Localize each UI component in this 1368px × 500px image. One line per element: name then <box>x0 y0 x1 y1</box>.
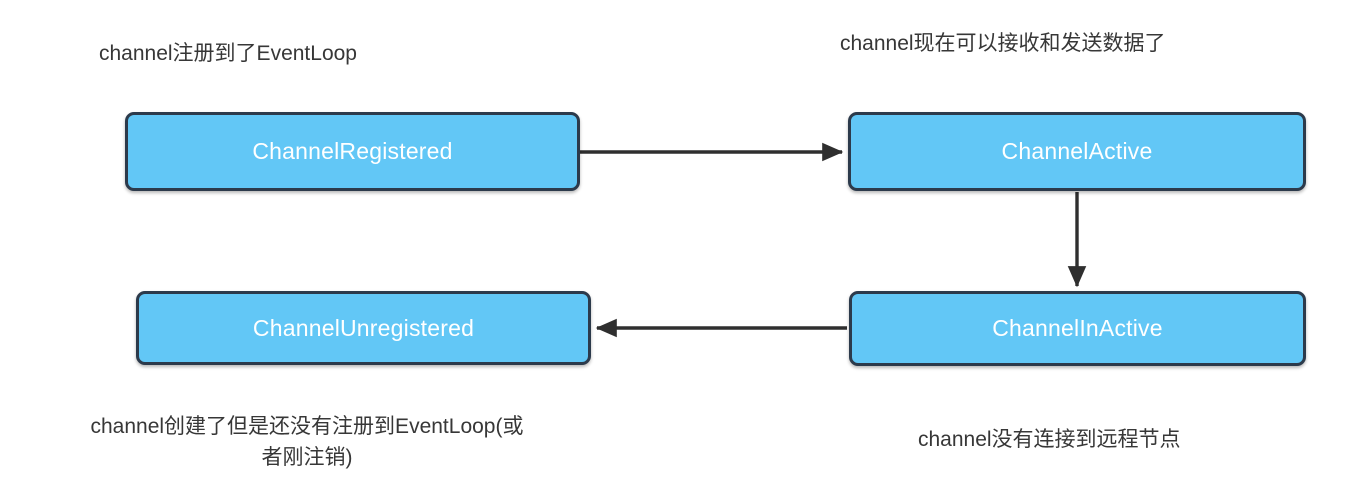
caption-channel-active: channel现在可以接收和发送数据了 <box>840 32 1166 55</box>
state-node-label: ChannelActive <box>1001 138 1153 164</box>
state-node-channel-inactive[interactable]: ChannelInActive <box>849 291 1306 366</box>
state-node-label: ChannelInActive <box>992 315 1163 341</box>
state-node-label: ChannelUnregistered <box>252 314 475 341</box>
state-node-label: ChannelRegistered <box>252 138 453 164</box>
state-node-channel-unregistered[interactable]: ChannelUnregistered <box>136 291 591 365</box>
caption-channel-unregistered: channel创建了但是还没有注册到EventLoop(或 者刚注销) <box>90 415 524 469</box>
caption-channel-inactive: channel没有连接到远程节点 <box>918 428 1181 451</box>
state-node-channel-registered[interactable]: ChannelRegistered <box>125 112 580 191</box>
state-node-channel-active[interactable]: ChannelActive <box>848 112 1306 191</box>
caption-channel-registered: channel注册到了EventLoop <box>99 42 357 65</box>
